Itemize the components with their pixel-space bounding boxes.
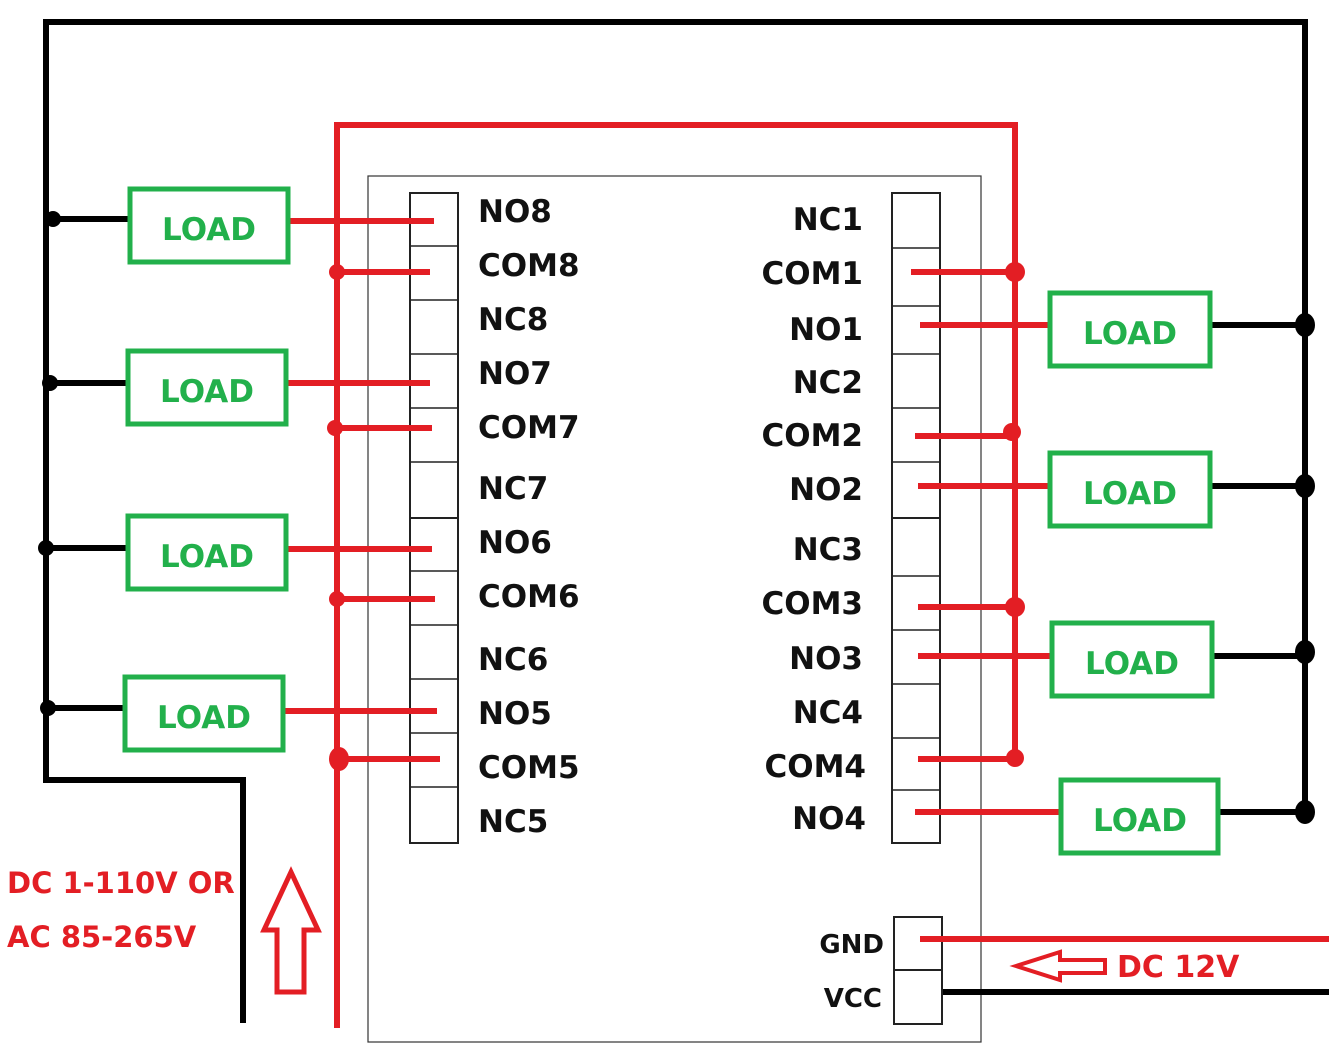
load-label: LOAD bbox=[1085, 646, 1179, 682]
supply-label-line1: DC 1-110V OR bbox=[7, 866, 235, 900]
gnd-label: GND bbox=[819, 930, 884, 960]
terminal-label: COM2 bbox=[761, 418, 863, 454]
dc-input-label: DC 12V bbox=[1117, 950, 1240, 985]
terminal-label: COM7 bbox=[478, 410, 580, 446]
terminal-label: NC7 bbox=[478, 471, 548, 507]
load-label: LOAD bbox=[162, 212, 256, 248]
left-terminal-block bbox=[409, 192, 459, 844]
neutral-junctions bbox=[38, 211, 1315, 824]
terminal-label: COM6 bbox=[478, 579, 580, 615]
terminal-label: NO5 bbox=[478, 696, 552, 732]
terminal-label: NC4 bbox=[793, 695, 863, 731]
terminal-label: COM5 bbox=[478, 750, 580, 786]
terminal-label: NO8 bbox=[478, 194, 552, 230]
dc-input-arrow-icon bbox=[1009, 949, 1107, 983]
terminal-label: COM4 bbox=[764, 749, 866, 785]
load-label: LOAD bbox=[1093, 803, 1187, 839]
terminal-label: NC8 bbox=[478, 302, 548, 338]
terminal-label: COM1 bbox=[761, 256, 863, 292]
load-label: LOAD bbox=[157, 700, 251, 736]
terminal-label: NO6 bbox=[478, 525, 552, 561]
right-terminal-block bbox=[891, 192, 941, 844]
power-terminal-block bbox=[893, 916, 943, 1025]
terminal-label: COM8 bbox=[478, 248, 580, 284]
terminal-label: NC1 bbox=[793, 202, 863, 238]
load-label: LOAD bbox=[160, 374, 254, 410]
terminal-label: NO2 bbox=[789, 472, 863, 508]
relay-module-outline bbox=[367, 175, 982, 1043]
terminal-label: NC2 bbox=[793, 365, 863, 401]
terminal-label: NO1 bbox=[789, 312, 863, 348]
load-label: LOAD bbox=[1083, 476, 1177, 512]
left-loads bbox=[122, 186, 291, 753]
terminal-label: NO4 bbox=[792, 801, 866, 837]
terminal-label: NO7 bbox=[478, 356, 552, 392]
terminal-label: NC3 bbox=[793, 532, 863, 568]
terminal-label: COM3 bbox=[761, 586, 863, 622]
terminal-label: NO3 bbox=[789, 641, 863, 677]
vcc-label: VCC bbox=[824, 984, 882, 1014]
live-wiring bbox=[283, 122, 1329, 1028]
live-junctions bbox=[327, 262, 1025, 771]
supply-label-line2: AC 85-265V bbox=[7, 920, 197, 954]
load-label: LOAD bbox=[1083, 316, 1177, 352]
neutral-wiring bbox=[43, 19, 1329, 1023]
load-label: LOAD bbox=[160, 539, 254, 575]
terminal-label: NC5 bbox=[478, 804, 548, 840]
right-loads bbox=[1047, 290, 1221, 856]
terminal-label: NC6 bbox=[478, 642, 548, 678]
supply-arrow-icon bbox=[260, 866, 322, 995]
